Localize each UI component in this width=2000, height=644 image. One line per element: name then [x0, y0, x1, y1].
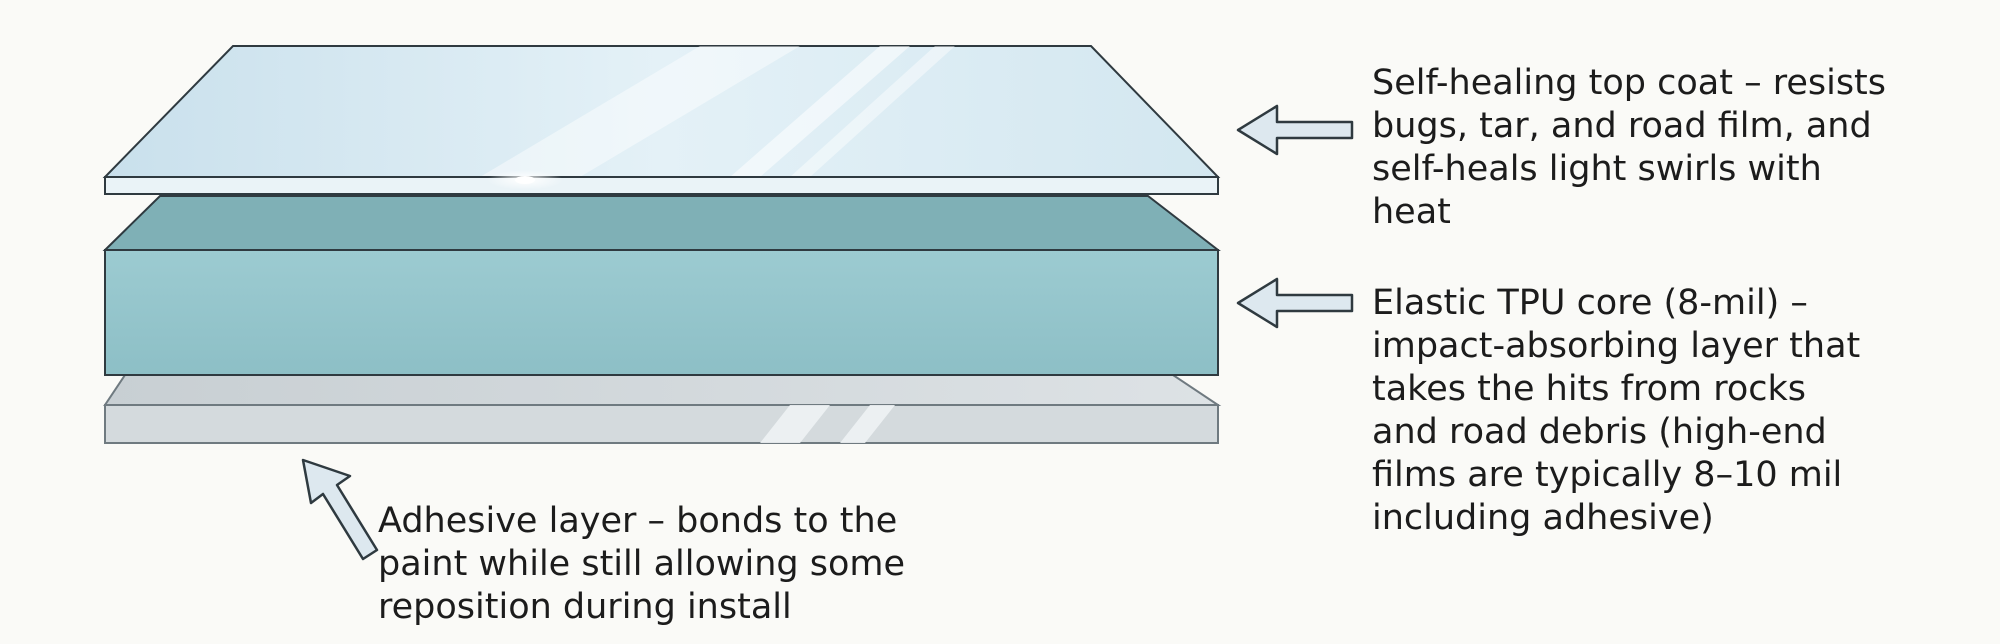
tpu-core-callout-line: including adhesive)	[1372, 498, 1714, 538]
adhesive-callout-line: paint while still allowing some	[378, 544, 906, 584]
tpu-core-callout-line: Elastic TPU core (8-mil) –	[1372, 283, 1808, 323]
top-coat-callout: Self-healing top coat – resists bugs, ta…	[1372, 62, 1886, 234]
adhesive-callout: Adhesive layer – bonds to the paint whil…	[378, 500, 905, 629]
tpu-core-callout-line: takes the hits from rocks	[1372, 369, 1806, 409]
tpu-core-callout-line: films are typically 8–10 mil	[1372, 455, 1843, 495]
top-coat-layer	[102, 45, 1221, 195]
tpu-core-pointer-arrow-icon	[1236, 277, 1354, 329]
adhesive-layer-top-face	[103, 374, 1222, 406]
top-coat-pointer-arrow-icon	[1236, 104, 1354, 156]
tpu-core-top-face	[102, 195, 1221, 251]
adhesive-shine-1	[760, 405, 830, 443]
tpu-core-callout-line: impact-absorbing layer that	[1372, 326, 1861, 366]
top-coat-reflection-1	[480, 46, 800, 177]
top-coat-callout-line: bugs, tar, and road film, and	[1372, 106, 1872, 146]
tpu-core-front	[104, 249, 1219, 376]
adhesive-layer	[103, 374, 1222, 444]
top-coat-callout-line: Self-healing top coat – resists	[1372, 63, 1887, 103]
top-coat-front	[104, 176, 1219, 195]
top-coat-glint-core	[515, 176, 535, 184]
adhesive-callout-line: Adhesive layer – bonds to the	[378, 501, 898, 541]
adhesive-shine-2	[840, 405, 895, 443]
top-coat-callout-line: heat	[1372, 192, 1451, 232]
tpu-core-callout-line: and road debris (high-end	[1372, 412, 1827, 452]
adhesive-layer-front	[104, 404, 1219, 444]
tpu-core-layer	[102, 195, 1221, 376]
top-coat-reflection-2	[730, 46, 910, 177]
top-coat-callout-line: self-heals light swirls with	[1372, 149, 1822, 189]
tpu-core-callout: Elastic TPU core (8-mil) – impact-absorb…	[1372, 282, 1860, 540]
adhesive-pointer-arrow-icon	[301, 458, 379, 561]
adhesive-callout-line: reposition during install	[378, 587, 792, 627]
top-coat-reflection-3	[790, 46, 955, 177]
